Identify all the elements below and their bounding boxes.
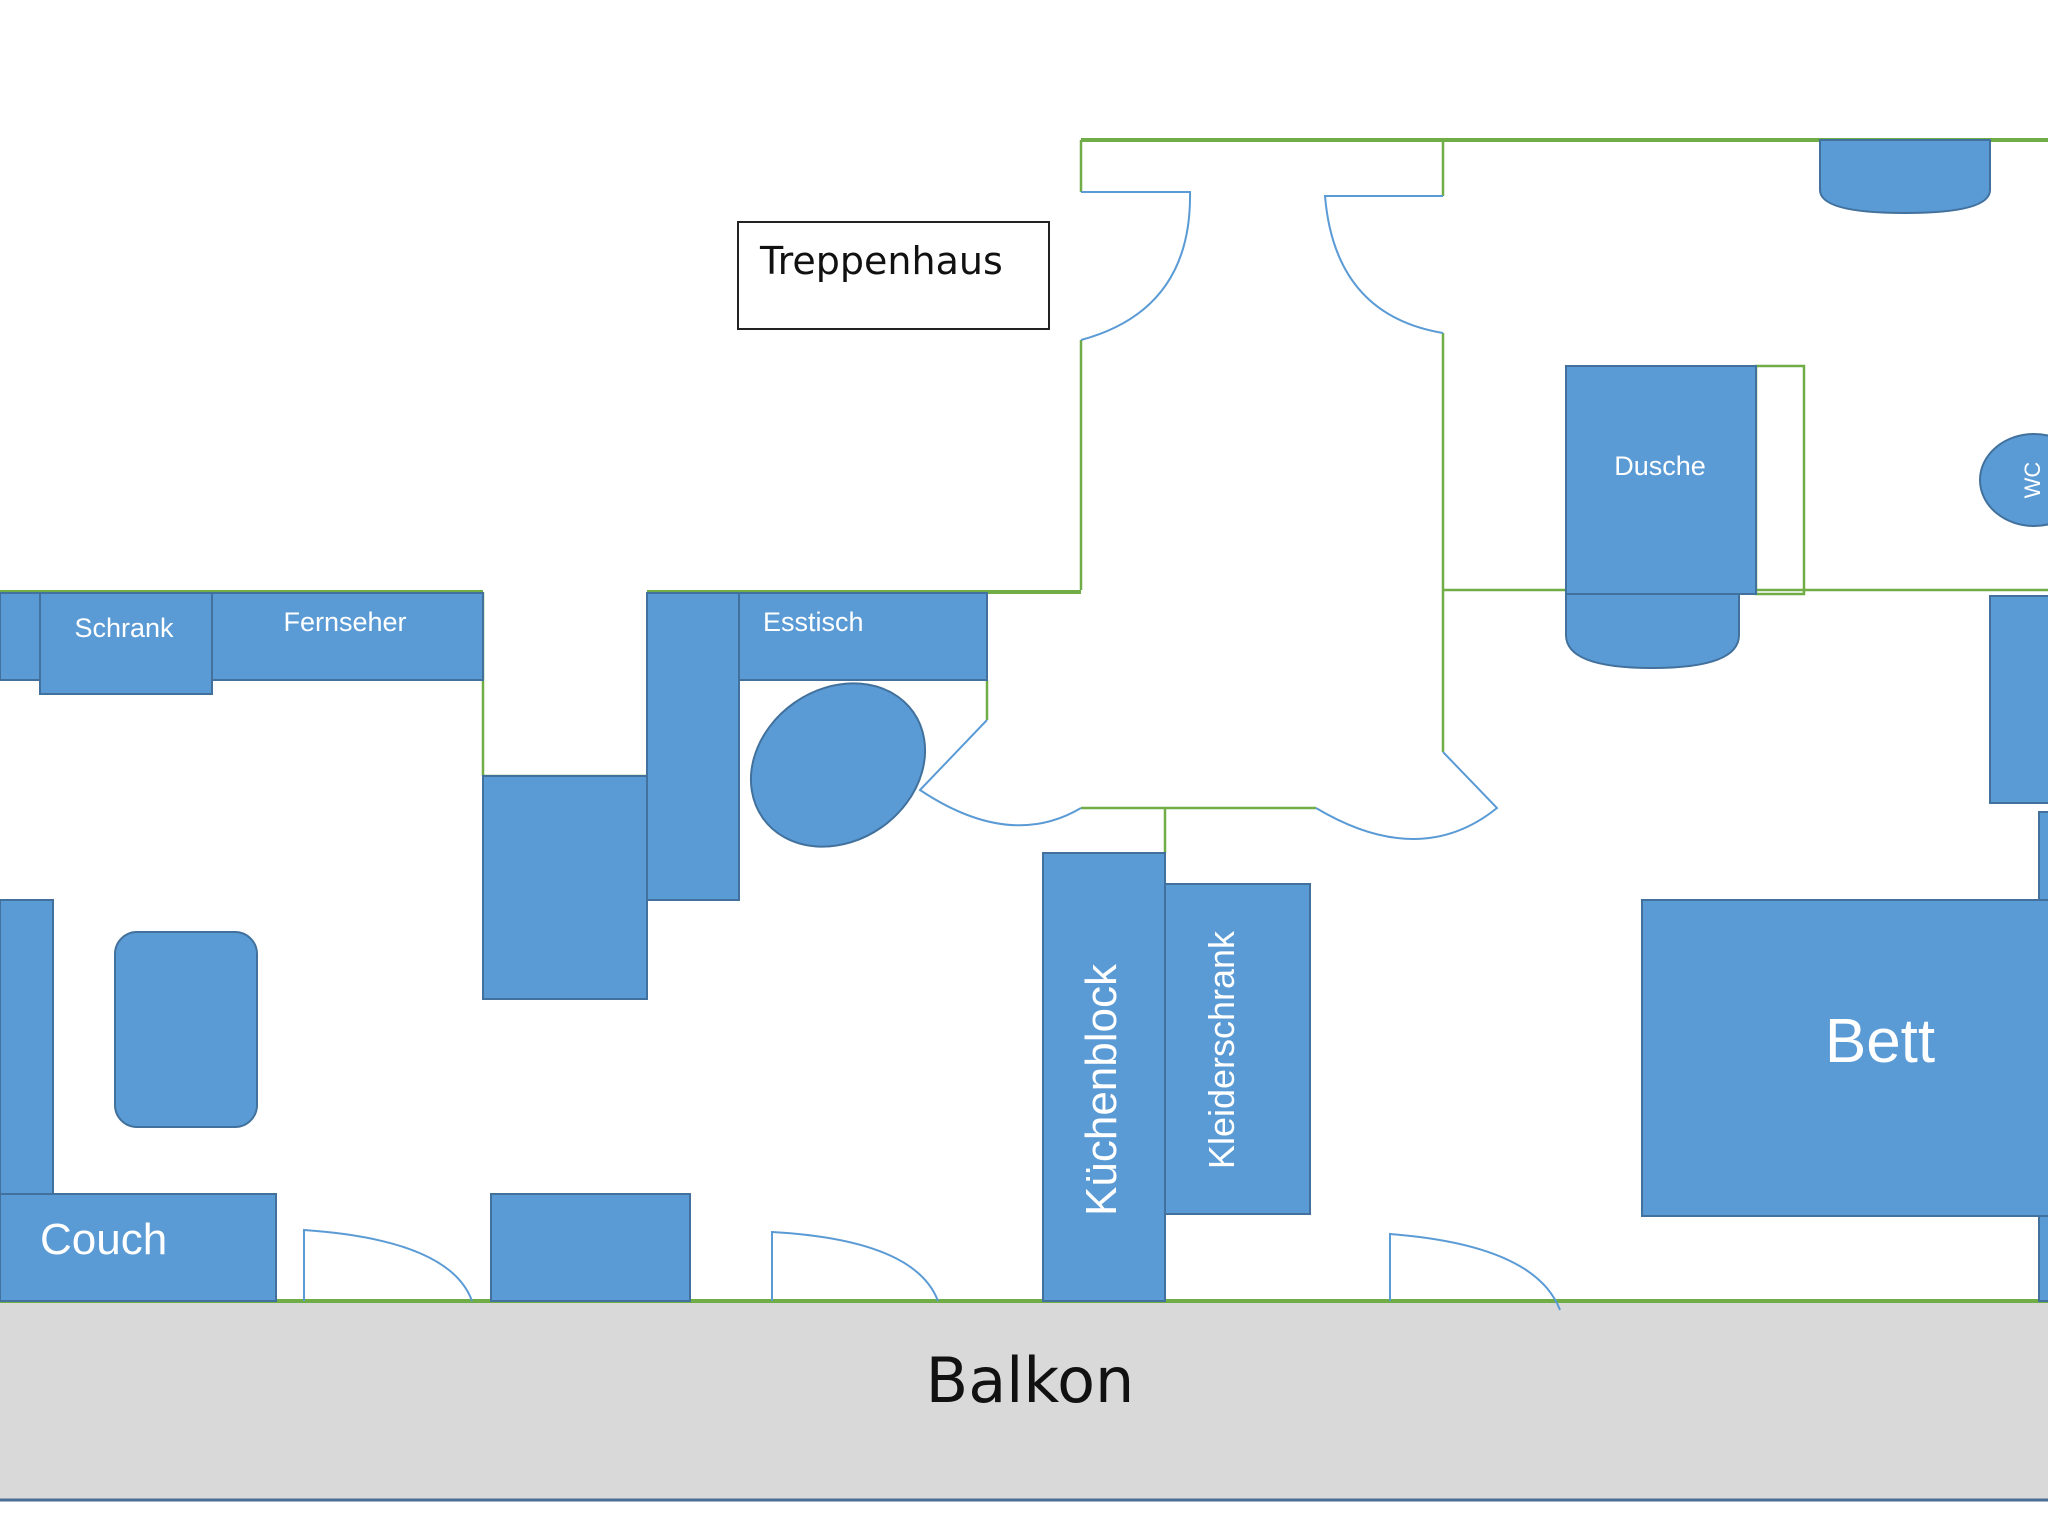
door-living (918, 719, 1082, 827)
toilet (1979, 433, 2048, 527)
dining-table (738, 592, 988, 681)
bedroom-cabinet (1989, 595, 2048, 804)
doors (303, 191, 1561, 1311)
coffee-table (114, 931, 258, 1128)
door-balcony-1 (303, 1228, 473, 1302)
side-shelf (0, 899, 54, 1195)
sideboard (490, 1193, 691, 1302)
kitchen-block (1042, 852, 1166, 1302)
sink-bottom (1565, 593, 1740, 670)
stairwell-box (737, 221, 1050, 330)
wardrobe-label: Kleiderschrank (1201, 930, 1242, 1169)
shower-frame (1754, 364, 1806, 596)
door-entry-left (1080, 191, 1192, 341)
niche-cabinet (482, 775, 648, 1000)
kitchen-label: Küchenblock (1077, 963, 1126, 1216)
balcony-area (0, 1301, 2048, 1499)
door-balcony-3 (1389, 1232, 1561, 1311)
couch (0, 1193, 277, 1302)
sink-top (1819, 139, 1991, 215)
tv-label: Fernseher (283, 607, 406, 637)
wardrobe (1164, 883, 1311, 1215)
balcony-label: Balkon (926, 1344, 1135, 1417)
door-entry-right (1323, 195, 1444, 334)
shower (1565, 365, 1757, 595)
round-table (749, 682, 927, 848)
shower-label: Dusche (1614, 451, 1706, 481)
column-block (646, 592, 740, 901)
tv-unit (211, 592, 484, 681)
door-balcony-2 (771, 1230, 939, 1302)
cabinet (39, 592, 213, 695)
couch-label: Couch (40, 1215, 167, 1264)
cabinet-left (0, 592, 41, 681)
bed-label: Bett (1825, 1007, 1935, 1076)
stairwell-label: Treppenhaus (759, 239, 1003, 283)
dining-table-label: Esstisch (763, 607, 864, 637)
cabinet-label: Schrank (74, 613, 174, 643)
door-bedroom (1315, 751, 1499, 840)
bed (1641, 899, 2048, 1217)
toilet-label: WC (2020, 462, 2045, 499)
